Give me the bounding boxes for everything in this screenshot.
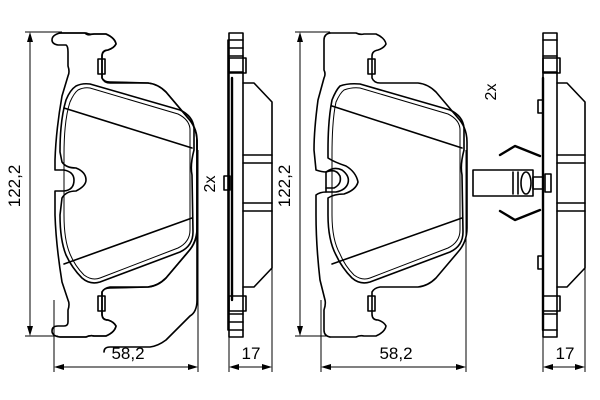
pad-2-quantity-label: 2x — [483, 84, 500, 101]
pad-2-front-view — [313, 32, 468, 338]
pad-1-front-view — [51, 32, 198, 353]
pad-1-height-dimension: 122,2 — [5, 31, 62, 337]
pad-1-height-label: 122,2 — [5, 165, 24, 208]
pad-2-height-label: 122,2 — [275, 165, 294, 208]
pad-2-width-label: 58,2 — [379, 344, 412, 363]
pad-1-width-label: 58,2 — [111, 344, 144, 363]
pad-1-thickness-label: 17 — [242, 344, 261, 363]
pad-2-height-dimension: 122,2 — [275, 31, 330, 337]
wear-sensor-clip — [472, 144, 552, 222]
pad-1-width-dimension: 58,2 — [53, 150, 199, 372]
pad-2-thickness-label: 17 — [556, 344, 575, 363]
pad-1-quantity-label: 2x — [202, 176, 219, 193]
pad-2-side-view — [537, 32, 586, 338]
pad-1-thickness-dimension: 17 — [228, 268, 273, 372]
pad-2-width-dimension: 58,2 — [320, 150, 467, 372]
pad-2-thickness-dimension: 17 — [542, 268, 586, 372]
pad-1-side-view — [223, 32, 273, 338]
